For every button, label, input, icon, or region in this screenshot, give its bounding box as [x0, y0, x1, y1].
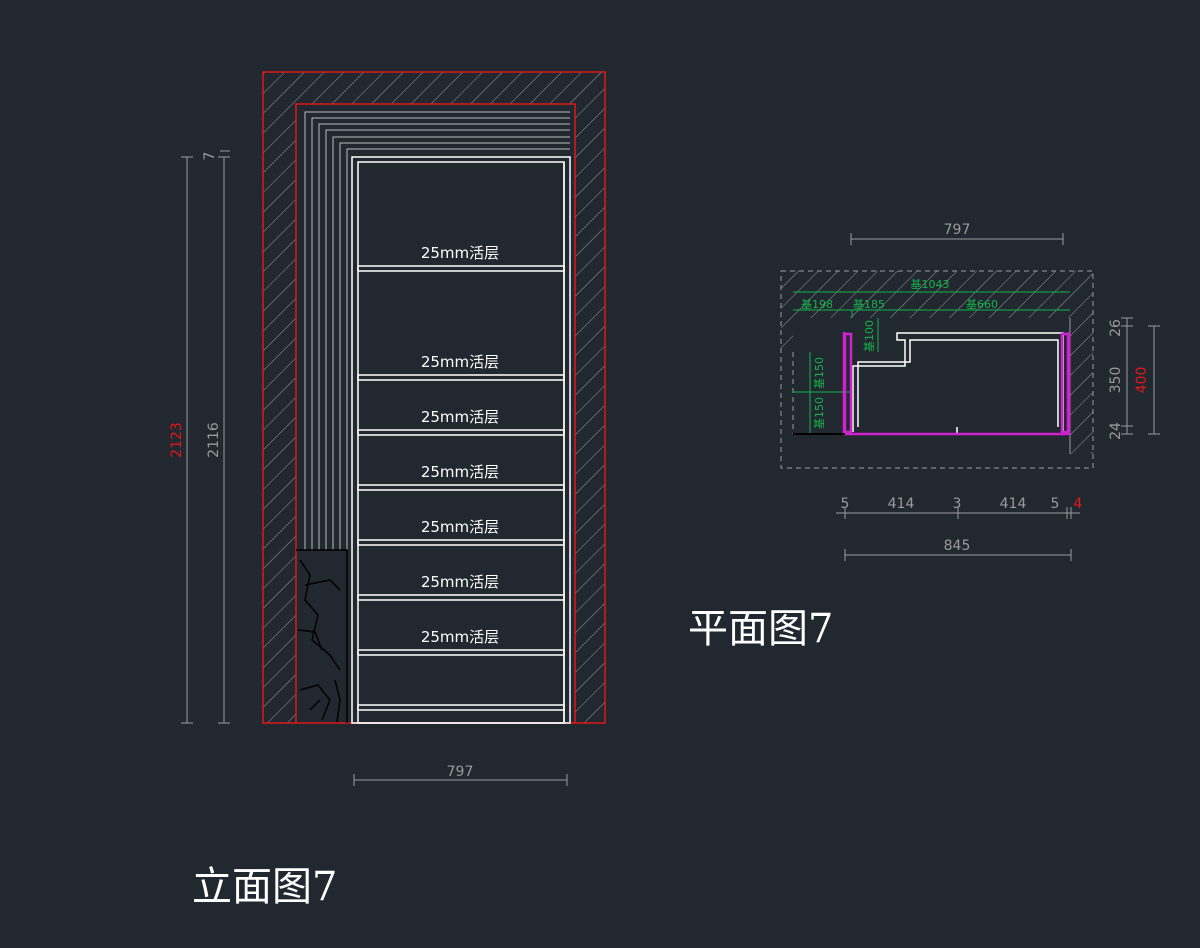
elevation-wall-outline	[262, 71, 606, 724]
green-label-150-lower: 基150	[813, 397, 826, 429]
elevation-title: 立面图7	[192, 864, 337, 910]
plan-dim-top	[850, 233, 1064, 245]
green-label-100: 基100	[863, 320, 876, 352]
shelf-board-8	[357, 704, 565, 711]
shelf-board-5	[357, 539, 565, 546]
plan-magenta-panels	[842, 332, 1071, 436]
dim-width-label: 797	[447, 764, 474, 780]
plan-dim-bottom-5-right: 5	[1051, 496, 1060, 512]
green-label-1043: 基1043	[911, 278, 950, 291]
shelf-board-3	[357, 429, 565, 436]
plan-dim-bottom-3: 3	[953, 496, 962, 512]
shelf-board-6	[357, 594, 565, 601]
dim-height-overall-label: 2123	[169, 422, 185, 458]
elevation-frame-lines	[304, 111, 570, 550]
plan-dim-right-24: 24	[1108, 422, 1124, 440]
green-label-150-upper: 基150	[813, 357, 826, 389]
green-label-198: 基198	[801, 298, 833, 311]
dim-width	[353, 774, 568, 786]
elevation-view: 25mm活层 25mm活层 25mm活层 25mm活层 25mm活层 25mm活层 25mm…	[169, 71, 606, 786]
dim-height-inner	[218, 150, 230, 724]
dim-top-small-label: 7	[202, 152, 218, 161]
dim-height-inner-label: 2116	[206, 422, 222, 458]
elevation-inner-red-outline	[295, 103, 576, 723]
plan-dim-bottom-4: 4	[1074, 496, 1083, 512]
plan-wall-outline	[780, 270, 1094, 469]
shelf-label-6: 25mm活层	[421, 573, 499, 591]
plan-wall-hatch	[781, 271, 1093, 454]
shelf-label-3: 25mm活层	[421, 408, 499, 426]
plan-dim-bottom-total: 845	[944, 538, 971, 554]
plan-dim-bottom-414-right: 414	[1000, 496, 1027, 512]
plan-dim-bottom-414-left: 414	[888, 496, 915, 512]
shelf-label-4: 25mm活层	[421, 463, 499, 481]
shelf-board-2	[357, 374, 565, 381]
shelves: 25mm活层 25mm活层 25mm活层 25mm活层 25mm活层 25mm活层 25mm…	[357, 244, 565, 711]
shelf-label-1: 25mm活层	[421, 244, 499, 262]
shelf-board-1	[357, 265, 565, 272]
green-label-185: 基185	[853, 298, 885, 311]
plan-cabinet-outline	[852, 332, 1064, 434]
shelf-board-4	[357, 484, 565, 491]
plan-dims-bottom	[836, 507, 1080, 561]
plan-dim-right-350: 350	[1108, 367, 1124, 394]
plan-green-annotations	[793, 291, 1070, 434]
plan-dim-right-26: 26	[1108, 319, 1124, 337]
dim-height-overall	[181, 156, 193, 724]
plan-dim-bottom-5-left: 5	[841, 496, 850, 512]
green-label-660: 基660	[966, 298, 998, 311]
plan-view: 797 基1043 基198 基185 基660 基100 基150 基150	[780, 222, 1160, 561]
broken-wall-filler	[296, 549, 348, 723]
shelf-board-7	[357, 649, 565, 656]
cabinet-frame	[351, 156, 571, 724]
plan-dims-right	[1121, 317, 1160, 435]
shelf-label-7: 25mm活层	[421, 628, 499, 646]
elevation-wall-hatch	[263, 72, 605, 723]
plan-dim-top-label: 797	[944, 222, 971, 238]
shelf-label-2: 25mm活层	[421, 353, 499, 371]
shelf-label-5: 25mm活层	[421, 518, 499, 536]
plan-dim-right-400: 400	[1134, 367, 1150, 394]
plan-title: 平面图7	[688, 606, 833, 652]
